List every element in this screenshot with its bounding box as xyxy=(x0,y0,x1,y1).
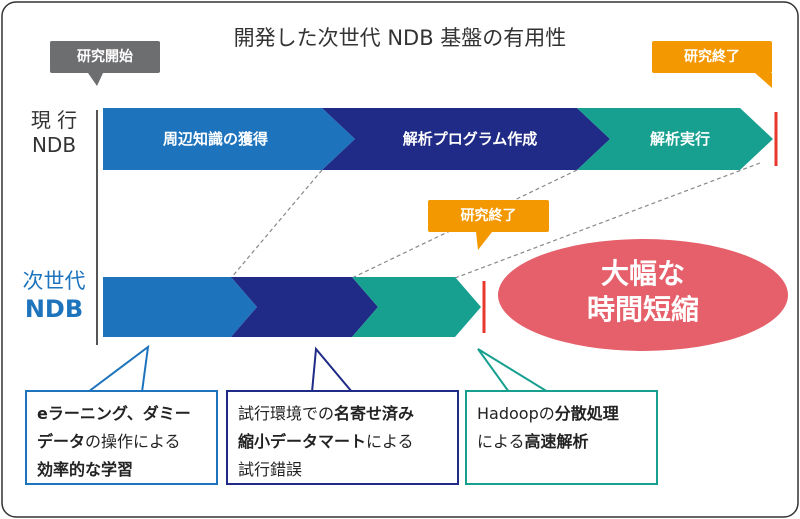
start-tag-pointer xyxy=(88,73,103,86)
callout-1-text-part: 効率的な学習 xyxy=(37,460,134,479)
phase-label-1: 周辺知識の獲得 xyxy=(162,130,268,148)
current-row-label-line2: NDB xyxy=(31,133,77,157)
callout-3-text-part: 高速解析 xyxy=(524,432,589,451)
end-tag-next-pointer xyxy=(476,232,492,250)
current-row-label: 現 行 NDB xyxy=(14,108,94,158)
callout-2-text-part: による xyxy=(366,432,414,451)
end-tag-current: 研究終了 xyxy=(652,41,772,73)
time-reduction-ellipse xyxy=(498,239,788,351)
callout-1-text-part: eラーニング、ダミー xyxy=(37,404,191,423)
time-reduction-text: 大幅な 時間短縮 xyxy=(498,256,788,328)
callout-trial-datamart: 試行環境での名寄せ済み縮小データマートによる試行錯誤 xyxy=(226,390,459,485)
callout-2-text-part: 名寄せ済み xyxy=(334,404,415,423)
map-line-1 xyxy=(230,169,323,279)
start-tag: 研究開始 xyxy=(50,41,160,73)
next-arrow-1 xyxy=(103,277,257,337)
next-arrow-3 xyxy=(352,277,481,337)
current-arrow-1 xyxy=(103,108,355,170)
callout-1-text-part: データ xyxy=(37,432,86,451)
callout-2-text-part: 試行錯誤 xyxy=(238,460,303,479)
current-arrow-3 xyxy=(577,108,773,170)
next-row-label-line1: 次世代 xyxy=(22,269,86,293)
map-line-3 xyxy=(454,162,761,279)
end-tag-next: 研究終了 xyxy=(428,200,549,232)
time-reduction-line2: 時間短縮 xyxy=(586,293,699,326)
callout-2-text-part: 試行環境での xyxy=(238,404,335,423)
next-row-label: 次世代 NDB xyxy=(10,268,98,324)
time-reduction-line1: 大幅な xyxy=(600,257,685,290)
callout-1-text-part: の操作による xyxy=(85,432,181,451)
next-arrow-2 xyxy=(231,277,378,337)
phase-label-2: 解析プログラム作成 xyxy=(402,130,538,148)
callout-elearning: eラーニング、ダミーデータの操作による効率的な学習 xyxy=(25,390,218,485)
callout-3-text-part: による xyxy=(477,432,525,451)
callout-2-text-part: 縮小データマート xyxy=(238,432,367,451)
page-title: 開発した次世代 NDB 基盤の有用性 xyxy=(233,26,567,50)
current-row-label-line1: 現 行 xyxy=(30,108,78,132)
callout-3-text-part: Hadoop xyxy=(477,404,539,423)
callout-3-text-part: 分散処理 xyxy=(554,404,619,423)
callout-hadoop: Hadoopの分散処理による高速解析 xyxy=(465,390,658,485)
next-row-label-line2: NDB xyxy=(24,295,84,324)
end-tag-current-pointer xyxy=(755,73,772,88)
phase-label-3: 解析実行 xyxy=(649,130,710,148)
current-arrow-2 xyxy=(322,108,610,170)
callout-3-text-part: の xyxy=(538,404,555,423)
